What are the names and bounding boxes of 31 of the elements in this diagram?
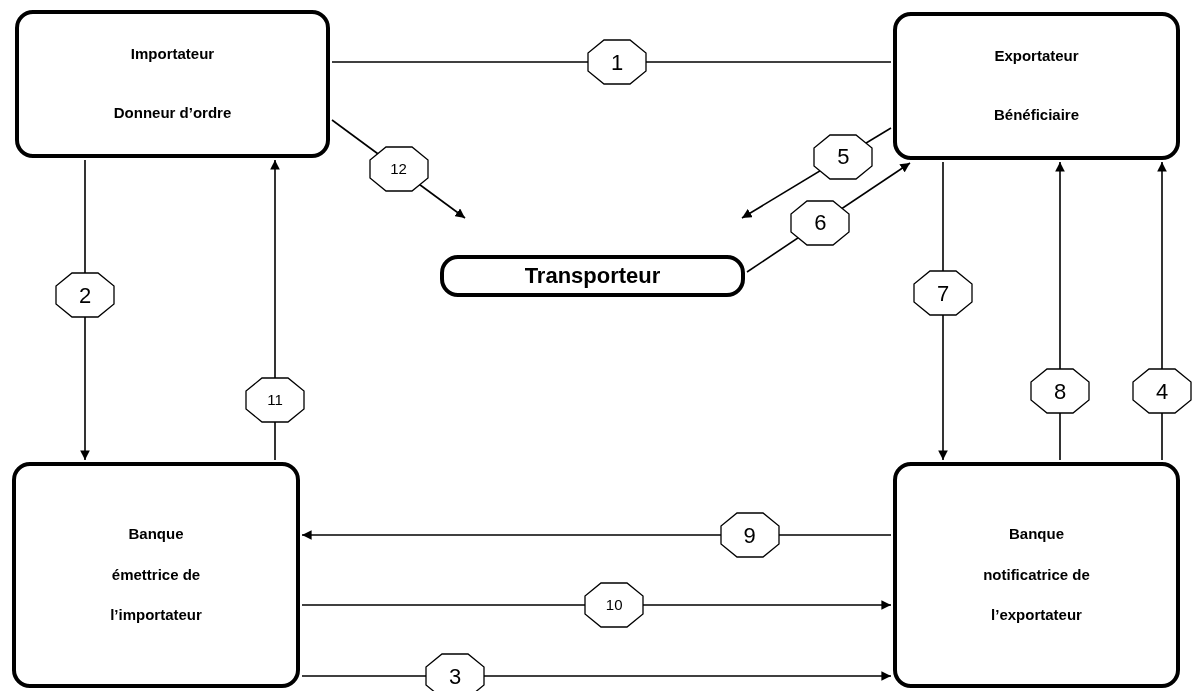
edge-label: 2: [55, 272, 115, 318]
process-box: [15, 10, 330, 158]
edge-label: 7: [913, 270, 973, 317]
edge-label: 5: [813, 133, 874, 180]
edge-label: 3: [425, 653, 486, 691]
node-text: Bénéficiaire: [993, 106, 1079, 125]
arrow: [301, 530, 892, 540]
edge-label: 10: [584, 582, 645, 628]
edge-label: 11: [245, 377, 305, 423]
edge-label: 9: [719, 512, 780, 558]
edge-label: 4: [1132, 368, 1192, 415]
node-text: Exportateur: [994, 47, 1079, 66]
edge-label: 12: [368, 146, 429, 192]
process-box: [893, 12, 1180, 160]
node-text: notificatrice de: [983, 565, 1090, 585]
node-text: Banque: [128, 524, 184, 544]
process-box: [440, 255, 745, 297]
edge-label: 6: [790, 199, 851, 246]
node-text: Importateur: [130, 45, 215, 64]
process-box: [12, 462, 300, 688]
arrow: [301, 671, 892, 681]
arrow: [301, 600, 892, 610]
node-text: Donneur d’ordre: [113, 104, 232, 123]
edge-label: 1: [587, 39, 648, 85]
node-text: Banque: [1009, 524, 1064, 544]
node-text: Transporteur: [524, 262, 661, 290]
edge-label: 8: [1030, 368, 1090, 415]
node-text: l’importateur: [110, 606, 202, 626]
node-text: émettrice de: [111, 565, 201, 585]
process-box: [893, 462, 1180, 688]
node-text: l’exportateur: [991, 606, 1082, 626]
